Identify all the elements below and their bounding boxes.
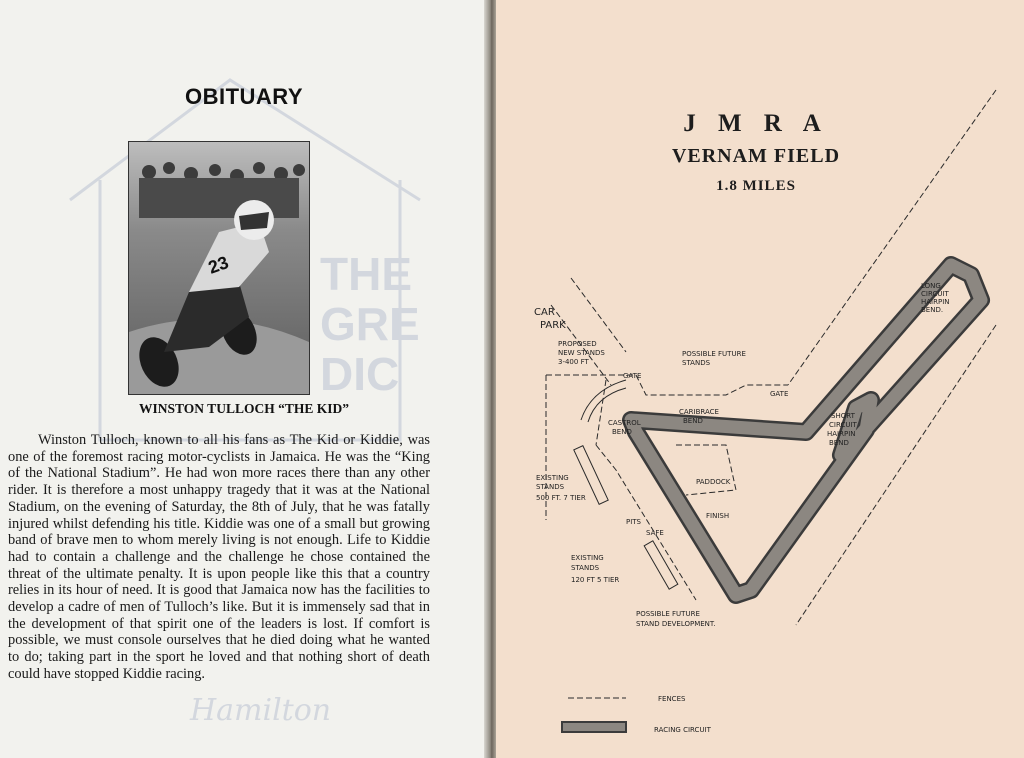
label-gate-2: GATE [770, 390, 788, 398]
label-possible-future-2: STANDS [682, 359, 711, 367]
label-proposed-1: PROPOSED [558, 340, 597, 348]
label-short-circuit-3: HAIRPIN [827, 430, 856, 438]
label-caribrace-2: BEND [683, 417, 703, 425]
label-development-2: STAND DEVELOPMENT. [636, 620, 716, 628]
legend-fences: FENCES [658, 695, 686, 703]
label-existing-1: EXISTING [536, 474, 569, 482]
racer-photo: 23 [128, 141, 310, 395]
label-proposed-3: 3-400 FT [558, 358, 589, 366]
map-legend: FENCES RACING CIRCUIT [561, 695, 712, 734]
hand-labels: CAR PARK PROPOSED NEW STANDS 3-400 FT PO… [534, 282, 950, 628]
label-safe-zone: SAFE [646, 529, 664, 537]
racing-circuit [622, 256, 990, 604]
label-long-circuit-2: CIRCUIT [921, 290, 950, 298]
map-title-jmra: J M R A [683, 110, 829, 137]
label-caribrace-1: CARIBRACE [679, 408, 719, 416]
label-short-circuit-4: BEND [829, 439, 849, 447]
ghost-letters-3: DIC [320, 348, 399, 400]
label-long-circuit-3: HAIRPIN [921, 298, 950, 306]
label-long-circuit-1: LONG [921, 282, 941, 290]
photo-caption: WINSTON TULLOCH “THE KID” [139, 401, 349, 416]
label-castrol-2: BEND [612, 428, 632, 436]
book-gutter [484, 0, 498, 758]
label-existing-3: 500 FT. 7 TIER [536, 494, 586, 502]
label-pits: PITS [626, 518, 642, 526]
label-castrol-1: CASTROL [608, 419, 641, 427]
right-page: J M R A VERNAM FIELD 1.8 MILES [496, 0, 1024, 758]
label-car-park-2: PARK [540, 320, 566, 331]
map-title-length: 1.8 MILES [716, 178, 796, 194]
fence-lines [545, 89, 997, 626]
left-page: THE GRE DIC Hamilton OBITUARY [0, 0, 488, 758]
show-through-advert: THE GRE DIC Hamilton [69, 78, 421, 728]
label-existing-2: STANDS [536, 483, 565, 491]
map-title-venue: VERNAM FIELD [671, 145, 841, 167]
label-existing-b-3: 120 FT 5 TIER [571, 576, 619, 584]
label-development-1: POSSIBLE FUTURE [636, 610, 700, 618]
label-short-circuit-1: SHORT [831, 412, 856, 420]
label-long-circuit-4: BEND. [921, 306, 943, 314]
label-possible-future-1: POSSIBLE FUTURE [682, 350, 746, 358]
label-short-circuit-2: CIRCUIT [829, 421, 858, 429]
obituary-body: Winston Tulloch, known to all his fans a… [8, 432, 430, 682]
label-finish: FINISH [706, 512, 729, 520]
ghost-letters-2: GRE [320, 298, 420, 350]
obituary-heading: OBITUARY [184, 84, 304, 109]
legend-circuit-sample [561, 721, 627, 733]
label-existing-b-2: STANDS [571, 564, 600, 572]
racer-photo-illustration: 23 [129, 142, 309, 394]
stand-outlines [573, 379, 679, 590]
ghost-script-logo: Hamilton [189, 693, 331, 728]
legend-circuit: RACING CIRCUIT [654, 726, 712, 734]
label-paddock: PADDOCK [696, 478, 731, 486]
label-gate-1: GATE [623, 372, 641, 380]
circuit-map: CAR PARK PROPOSED NEW STANDS 3-400 FT PO… [534, 89, 997, 734]
label-proposed-2: NEW STANDS [558, 349, 605, 357]
label-existing-b-1: EXISTING [571, 554, 604, 562]
label-car-park-1: CAR [534, 307, 555, 318]
ghost-letters-1: THE [320, 248, 412, 300]
